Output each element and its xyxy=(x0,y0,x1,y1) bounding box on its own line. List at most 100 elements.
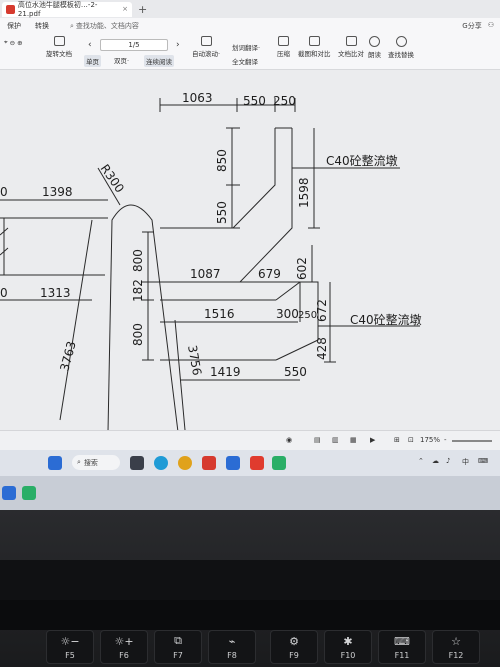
ramp-line-left xyxy=(59,219,93,421)
close-tab-button[interactable]: × xyxy=(122,5,128,13)
document-viewport[interactable]: 1063 550 250 850 550 1598 C40砼整流墩 0 1398… xyxy=(0,70,500,430)
brightness-up-icon: ☼+ xyxy=(114,635,134,648)
start-icon[interactable] xyxy=(48,456,62,470)
display-icon: ⧉ xyxy=(174,634,182,647)
toolbar: ⌖ ⊖ ⊕ 旋转文档 ‹ 1/5 › 单页 双页· 连续阅读 自动滚动· 划词翻… xyxy=(0,34,500,70)
search-box[interactable]: ⌕ 查找功能、文档内容 xyxy=(70,21,139,31)
upper-wall-inner xyxy=(160,128,276,229)
new-tab-button[interactable]: + xyxy=(138,2,148,16)
label-top: C40砼整流墩 xyxy=(326,153,398,168)
volume-icon[interactable]: ♪ xyxy=(446,457,451,465)
pdf-icon xyxy=(6,4,15,14)
lower-wall xyxy=(275,281,319,361)
find-replace-button[interactable]: 查找替换 xyxy=(388,36,414,59)
document-tab[interactable]: 高位水池牛腿模板初…-2-21.pdf × xyxy=(2,1,132,18)
tray-arrow-icon[interactable]: ⌃ xyxy=(418,457,424,465)
key-label: F7 xyxy=(173,651,183,660)
keyboard-icon[interactable]: ⌨ xyxy=(478,457,489,465)
dim-850: 850 xyxy=(215,149,229,172)
continuous-read-button[interactable]: 连续阅读 xyxy=(144,55,174,67)
rotate-document-button[interactable]: 旋转文档 xyxy=(46,36,72,58)
full-translate-label: 全文翻译 xyxy=(232,58,258,66)
key-f5[interactable]: ☼− F5 xyxy=(46,630,94,664)
wps-writer-icon[interactable] xyxy=(250,456,264,470)
fit-icon[interactable]: ⊞ xyxy=(394,436,400,444)
compress-button[interactable]: 压缩 xyxy=(277,36,290,58)
search-icon: ⌕ xyxy=(77,458,81,466)
dim-1598: 1598 xyxy=(297,177,311,208)
key-f10[interactable]: ✱ F10 xyxy=(324,630,372,664)
keyboard-icon: ⌨ xyxy=(394,635,410,648)
compare-icon xyxy=(345,36,357,46)
double-page-button[interactable]: 双页· xyxy=(114,55,129,65)
key-f7[interactable]: ⧉ F7 xyxy=(154,630,202,664)
key-f8[interactable]: ⌁ F8 xyxy=(208,630,256,664)
next-page-button[interactable]: › xyxy=(176,40,180,50)
full-translate-button[interactable]: 全文翻译 xyxy=(232,56,258,66)
compress-label: 压缩 xyxy=(277,50,290,58)
double-view-icon[interactable]: ▥ xyxy=(332,436,339,444)
collapse-icon[interactable]: ⚇ xyxy=(487,21,494,29)
wechat-icon[interactable] xyxy=(22,486,36,500)
taskbar-search[interactable]: ⌕ 搜索 xyxy=(72,455,120,470)
read-aloud-button[interactable]: 朗读 xyxy=(368,36,381,59)
dim-182: 182 xyxy=(131,279,145,302)
app-icon[interactable] xyxy=(2,486,16,500)
search-icon: ⌕ xyxy=(70,21,74,30)
double-page-label: 双页· xyxy=(114,57,130,65)
zoom-in-icon[interactable]: ⊕ xyxy=(17,38,23,47)
share-button[interactable]: G分享 xyxy=(462,22,482,30)
fullscreen-icon[interactable]: ⊡ xyxy=(408,436,414,444)
network-icon[interactable]: ☁ xyxy=(432,457,439,465)
dim-428: 428 xyxy=(315,337,329,360)
wps-pdf-icon[interactable] xyxy=(202,456,216,470)
dim-300: 300 xyxy=(276,307,299,321)
menu-convert[interactable]: 转换 xyxy=(35,22,49,30)
zoom-out-icon[interactable]: ⊖ xyxy=(9,38,16,47)
status-bar: ◉ ▤ ▥ ▦ ▶ ⊞ ⊡ 175% - xyxy=(0,430,500,450)
dim-550a: 550 xyxy=(243,94,266,108)
book-view-icon[interactable]: ▦ xyxy=(350,436,357,444)
key-label: F6 xyxy=(119,651,129,660)
screenshot-compare-button[interactable]: 截图和对比 xyxy=(298,36,331,58)
eye-protect-icon[interactable]: ◉ xyxy=(286,436,293,444)
dim-800a: 800 xyxy=(131,249,145,272)
file-explorer-icon[interactable] xyxy=(130,456,144,470)
menu-protect[interactable]: 保护 xyxy=(7,22,21,30)
bluetooth-icon: ✱ xyxy=(343,635,353,648)
rotate-label: 旋转文档 xyxy=(46,50,72,58)
wps-office-icon[interactable] xyxy=(226,456,240,470)
zoom-slider[interactable] xyxy=(452,440,492,442)
key-f12[interactable]: ☆ F12 xyxy=(432,630,480,664)
key-f9[interactable]: ⚙ F9 xyxy=(270,630,318,664)
key-f11[interactable]: ⌨ F11 xyxy=(378,630,426,664)
ime-indicator[interactable]: 中 xyxy=(462,458,469,466)
page-number-input[interactable]: 1/5 xyxy=(100,39,168,51)
radius-leader xyxy=(97,167,121,206)
key-label: F8 xyxy=(227,651,237,660)
zoom-controls[interactable]: ⌖ ⊖ ⊕ xyxy=(4,38,23,47)
find-icon xyxy=(395,36,407,47)
chrome-icon[interactable] xyxy=(178,456,192,470)
zoom-level[interactable]: 175% xyxy=(420,436,441,444)
title-bar: 高位水池牛腿模板初…-2-21.pdf × + xyxy=(0,0,500,18)
dim-1063: 1063 xyxy=(182,91,213,105)
single-view-icon[interactable]: ▤ xyxy=(314,436,321,444)
dim-0a: 0 xyxy=(0,185,8,199)
dim-3756: 3756 xyxy=(185,344,204,377)
dim-1087: 1087 xyxy=(190,267,221,281)
edge-icon[interactable] xyxy=(154,456,168,470)
single-page-button[interactable]: 单页 xyxy=(84,55,101,67)
screenshot-compare-label: 截图和对比 xyxy=(298,50,331,58)
continuous-label: 连续阅读 xyxy=(146,58,172,66)
dim-800b: 800 xyxy=(131,323,145,346)
word-translate-button[interactable]: 划词翻译· xyxy=(232,42,260,52)
key-f6[interactable]: ☼+ F6 xyxy=(100,630,148,664)
zoom-out-button[interactable]: - xyxy=(444,436,447,444)
auto-scroll-button[interactable]: 自动滚动· xyxy=(192,36,220,58)
prev-page-button[interactable]: ‹ xyxy=(88,40,92,50)
key-label: F9 xyxy=(289,651,299,660)
play-icon[interactable]: ▶ xyxy=(370,436,376,444)
wechat-icon[interactable] xyxy=(272,456,286,470)
document-compare-button[interactable]: 文档比对 xyxy=(338,36,364,58)
